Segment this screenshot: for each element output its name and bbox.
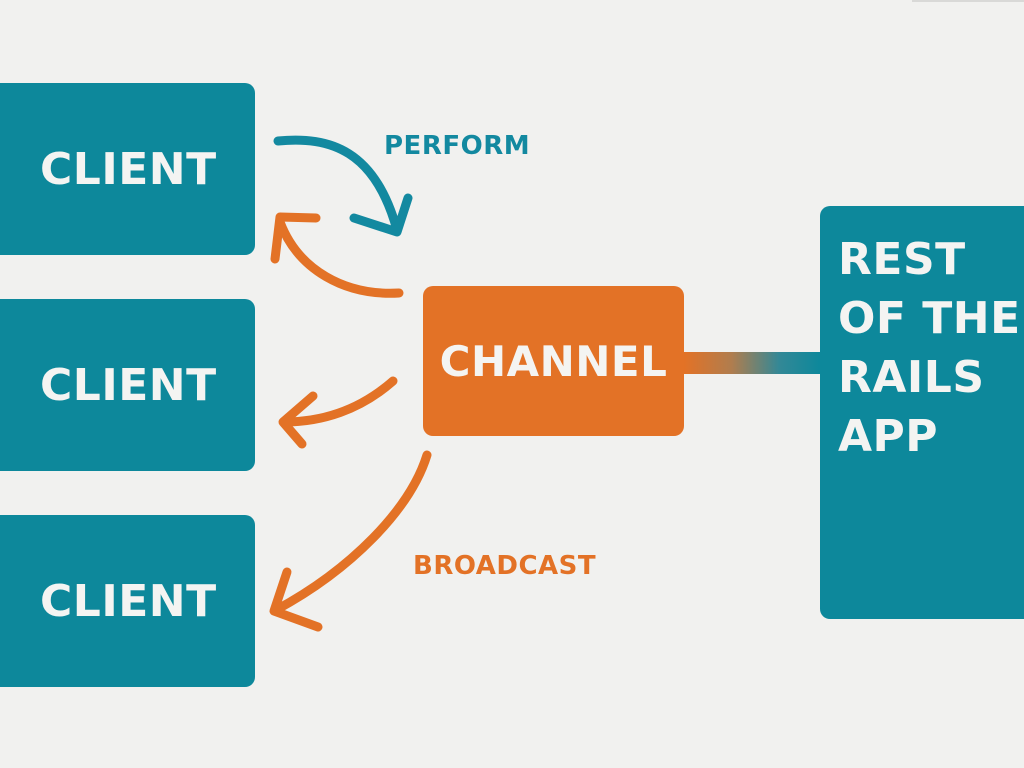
perform-arrow-shaft [273, 135, 402, 235]
broadcast-arrow-2-head [278, 391, 318, 449]
top-edge-line [912, 0, 1024, 2]
channel-to-rails-connector [684, 352, 820, 374]
perform-arrow-head [349, 193, 413, 237]
broadcast-arrow-1 [270, 212, 404, 298]
broadcast-label: BROADCAST [413, 551, 597, 581]
rails-app-line-3: RAILS [838, 352, 985, 403]
rails-app-line-2: OF THE [838, 293, 1021, 344]
broadcast-arrow-3-shaft [271, 450, 432, 615]
client-box-3: CLIENT [0, 515, 255, 687]
perform-label: PERFORM [384, 131, 531, 161]
rails-app-box: REST OF THE RAILS APP [820, 206, 1024, 619]
channel-box: CHANNEL [423, 286, 684, 436]
client-box-2: CLIENT [0, 299, 255, 471]
client-box-1: CLIENT [0, 83, 255, 255]
rails-app-line-1: REST [838, 234, 966, 285]
broadcast-arrow-2 [278, 376, 398, 449]
broadcast-arrow-1-head [270, 212, 321, 264]
broadcast-arrow-1-shaft [275, 217, 404, 298]
client-label-3: CLIENT [40, 575, 217, 627]
broadcast-arrow-3 [269, 450, 432, 632]
broadcast-arrow-3-head [269, 567, 323, 632]
broadcast-arrow-2-shaft [279, 376, 398, 427]
client-label-2: CLIENT [40, 359, 217, 411]
rails-app-line-4: APP [838, 411, 939, 462]
client-label-1: CLIENT [40, 143, 217, 195]
channel-label: CHANNEL [439, 336, 668, 386]
